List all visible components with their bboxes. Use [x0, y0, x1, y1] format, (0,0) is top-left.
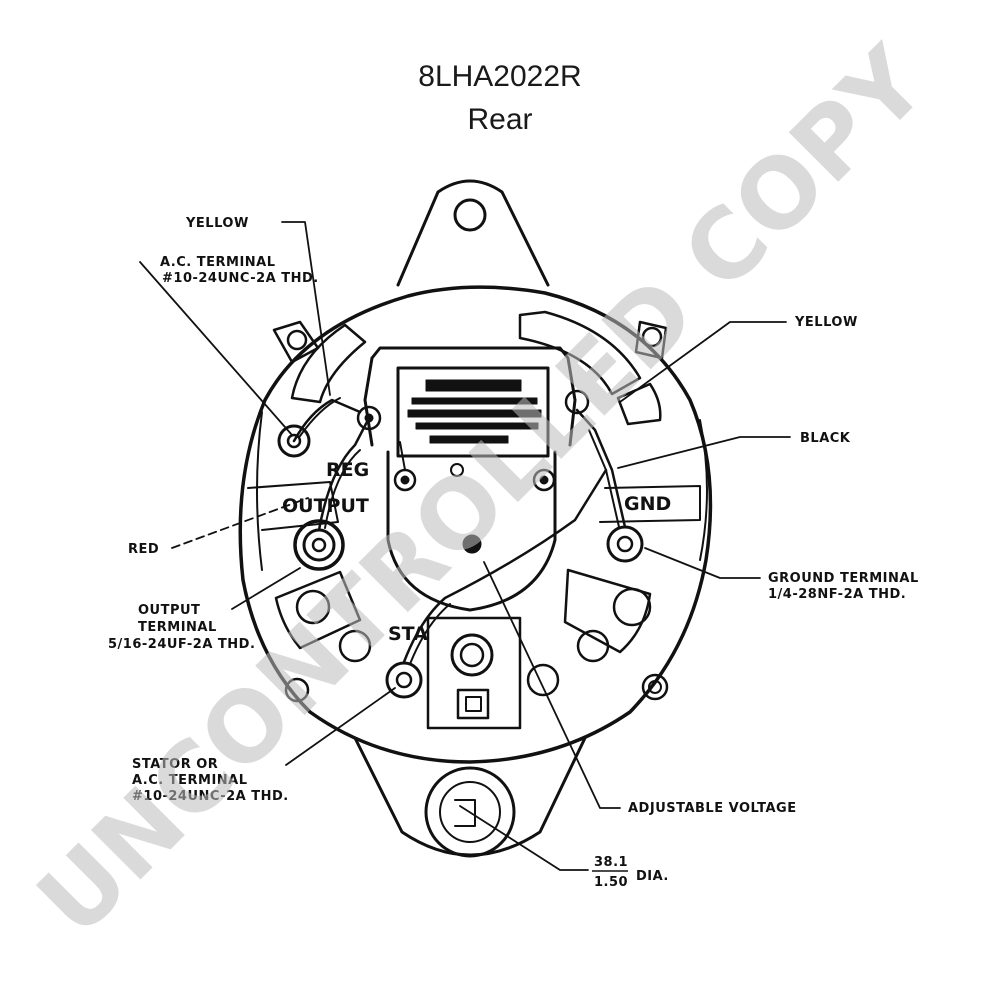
diagram-title: 8LHA2022R — [418, 60, 582, 93]
callout-dia-numerator: 38.1 — [594, 855, 628, 870]
leader-lines — [139, 221, 791, 871]
wiring — [292, 397, 627, 665]
lower-vent-slots — [247, 481, 701, 730]
callout-ac-terminal-1: A.C. TERMINAL — [160, 255, 276, 270]
callout-red: RED — [128, 542, 159, 557]
regulator-assembly — [356, 346, 590, 612]
callout-dia-denominator: 1.50 — [594, 875, 628, 890]
label-gnd: GND — [624, 493, 671, 515]
label-reg: REG — [326, 459, 369, 481]
diagram-subtitle: Rear — [467, 103, 533, 136]
label-output: OUTPUT — [282, 495, 369, 517]
callout-output-3: 5/16-24UF-2A THD. — [108, 637, 255, 652]
callout-output-1: OUTPUT — [138, 603, 200, 618]
callout-ac-terminal-2: #10-24UNC-2A THD. — [162, 271, 319, 286]
callout-ground-1: GROUND TERMINAL — [768, 571, 919, 586]
callout-ground-2: 1/4-28NF-2A THD. — [768, 587, 906, 602]
callout-yellow-top: YELLOW — [185, 216, 249, 231]
callout-dia-unit: DIA. — [636, 869, 669, 884]
callout-adjustable-voltage: ADJUSTABLE VOLTAGE — [628, 801, 797, 816]
top-mounting-ear — [396, 179, 550, 287]
callout-stator-1: STATOR OR — [132, 757, 218, 772]
watermark-text: UNCONTROLLED COPY — [16, 25, 948, 957]
bottom-mounting-ear — [353, 736, 587, 858]
callout-black: BLACK — [800, 431, 851, 446]
callout-output-2: TERMINAL — [138, 620, 217, 635]
callout-stator-2: A.C. TERMINAL — [132, 773, 248, 788]
mount-bolts — [272, 320, 669, 703]
callout-stator-3: #10-24UNC-2A THD. — [132, 789, 289, 804]
callout-yellow-right: YELLOW — [794, 315, 858, 330]
label-sta: STA — [388, 623, 428, 645]
